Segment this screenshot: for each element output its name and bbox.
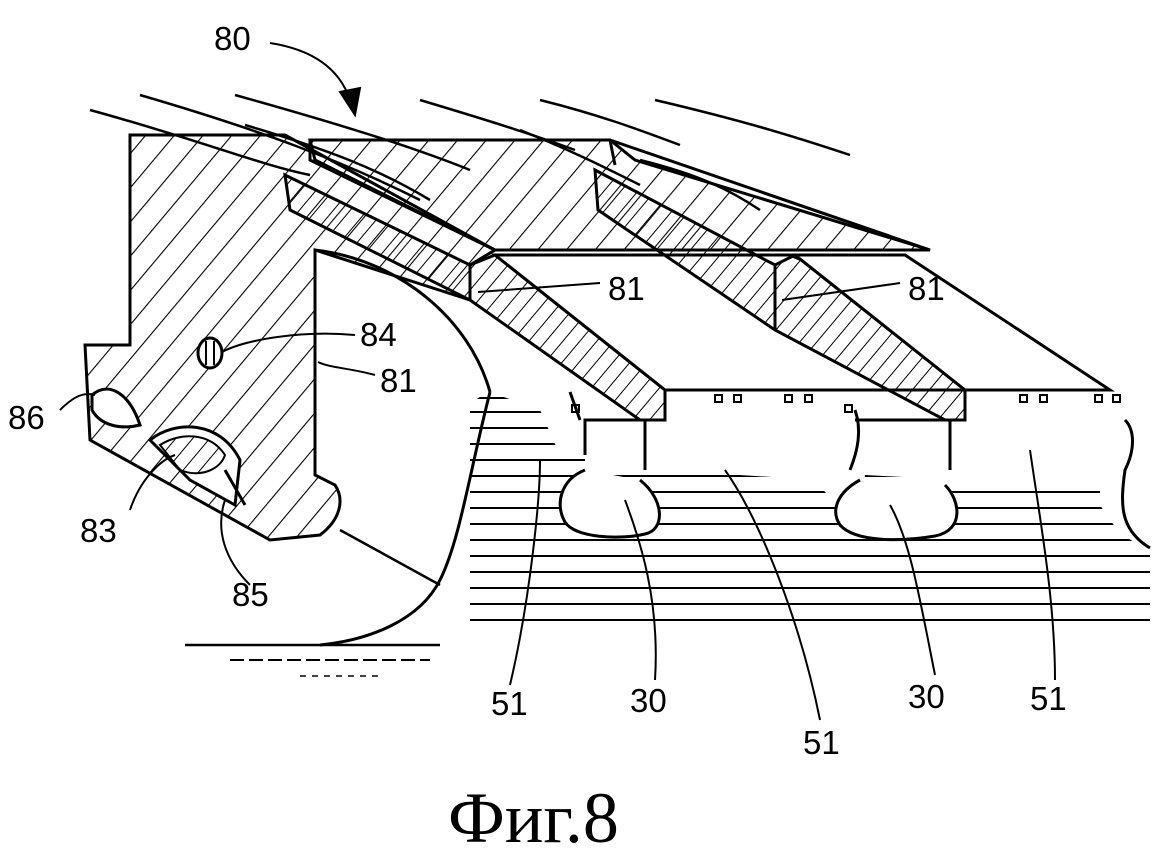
base-laminations bbox=[185, 392, 1150, 676]
label-30-second: 30 bbox=[908, 680, 945, 713]
label-81-top-left: 81 bbox=[608, 272, 645, 305]
label-51-third: 51 bbox=[1030, 682, 1067, 715]
label-83: 83 bbox=[80, 514, 117, 547]
label-85: 85 bbox=[232, 578, 269, 611]
label-51-second: 51 bbox=[803, 726, 840, 759]
label-86: 86 bbox=[8, 401, 45, 434]
label-80: 80 bbox=[214, 22, 251, 55]
label-81-top-right: 81 bbox=[908, 272, 945, 305]
label-51-first: 51 bbox=[491, 687, 528, 720]
label-81-front: 81 bbox=[380, 364, 417, 397]
figure-caption: Фиг.8 bbox=[448, 782, 619, 854]
label-30-first: 30 bbox=[630, 684, 667, 717]
label-84: 84 bbox=[360, 318, 397, 351]
